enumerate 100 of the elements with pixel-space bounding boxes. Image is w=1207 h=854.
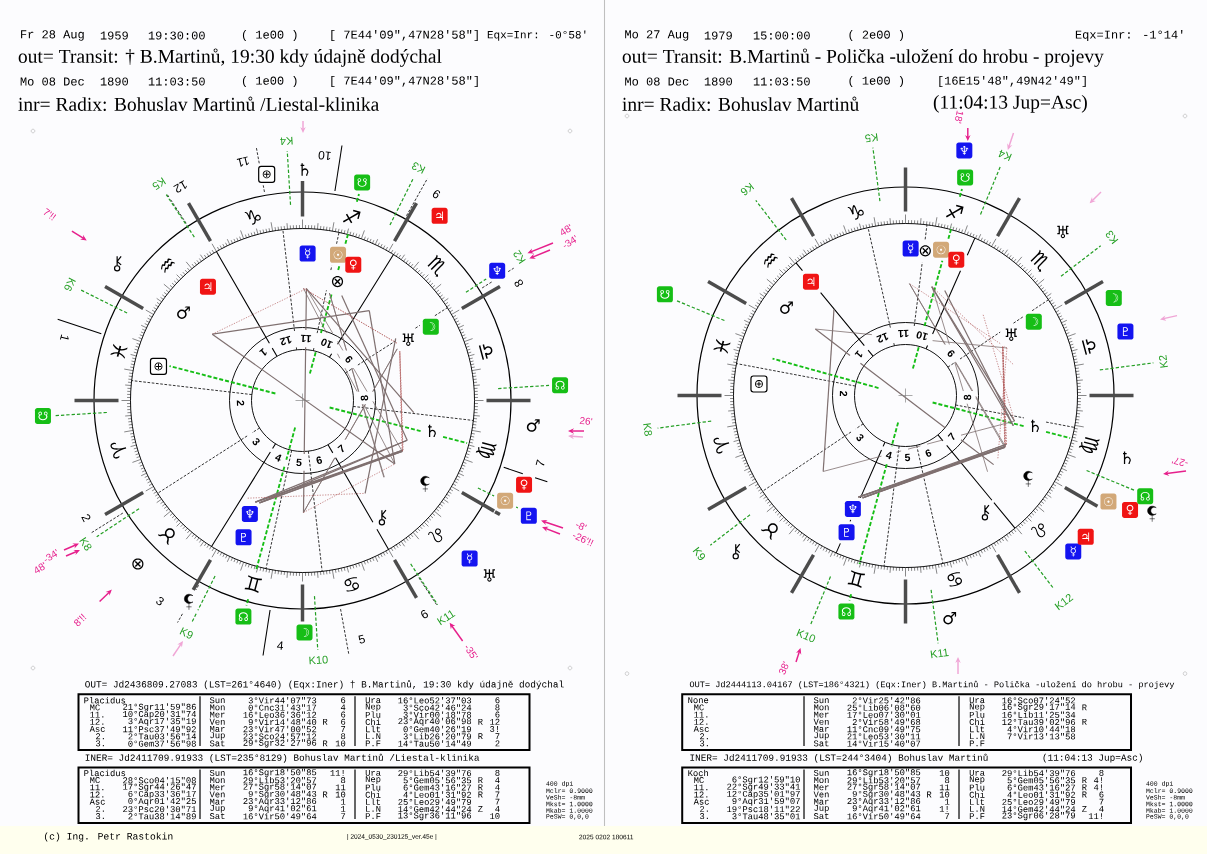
table-entry: 23°Psc20'30"71 bbox=[123, 805, 197, 813]
date-time-text: 1979 bbox=[704, 31, 732, 40]
table-entry: 4°Leo01'31"92 bbox=[403, 791, 472, 798]
table-entry: 2. bbox=[96, 805, 104, 812]
cusp-label: K6 bbox=[64, 277, 76, 291]
table-entry: 4 bbox=[495, 777, 500, 783]
zodiac-sign: ♑ bbox=[244, 210, 261, 225]
cusp-label: K10 bbox=[796, 628, 816, 643]
table-entry: 6 bbox=[495, 697, 500, 704]
table-entry: Ven bbox=[209, 718, 225, 725]
cusp-label: K3 bbox=[412, 162, 426, 174]
cusp-label: K12 bbox=[1054, 594, 1074, 611]
table-entry: 7 bbox=[945, 813, 950, 819]
planet-badge: ☿ bbox=[1065, 543, 1082, 560]
table-entry: 6 bbox=[495, 711, 500, 718]
house-number: 9 bbox=[947, 350, 955, 357]
house-number: 4 bbox=[885, 451, 892, 460]
planet-symbol: ♅ bbox=[1005, 328, 1017, 341]
table-entry: 16°Vir50'49"64 bbox=[243, 812, 317, 820]
table-entry: 6°Cap33'36"17 bbox=[128, 790, 196, 799]
cusp-label: K6 bbox=[740, 182, 755, 196]
table-heading: INER= Jd2411709.91933 (LST=244°3404) Bohuslav Martinů bbox=[690, 753, 988, 763]
planet-badge: ♆ bbox=[956, 142, 973, 159]
table-entry: Sun bbox=[209, 769, 225, 776]
minute-label: -26'!! bbox=[573, 533, 594, 547]
table-entry: Asc bbox=[693, 726, 709, 732]
table-entry: Mar bbox=[210, 798, 225, 805]
house-number: 4 bbox=[276, 641, 284, 650]
zodiac-sign: ♉ bbox=[760, 523, 778, 541]
table-entry: 12°Cap35'01"97 bbox=[727, 790, 800, 799]
table-entry: 1 bbox=[341, 806, 346, 812]
chart-title: inr= Radix: Bohuslav Martinů /Liestal-klinika bbox=[18, 96, 379, 111]
house-number: 9 bbox=[432, 190, 441, 199]
table-entry: 11 bbox=[939, 784, 950, 791]
table-entry: 4 bbox=[340, 704, 346, 711]
timezone-text: ( 1e00 ) bbox=[849, 75, 904, 88]
planet-symbol: ⊗ bbox=[132, 558, 144, 570]
table-entry: 29°Lib54'39"76 bbox=[1002, 769, 1076, 777]
table-entry: Z bbox=[478, 806, 483, 812]
cusp-label: K3 bbox=[1105, 230, 1119, 245]
minute-label: 7'!! bbox=[43, 208, 57, 221]
table-entry: 3. bbox=[96, 740, 104, 747]
planet-symbol: ♅ bbox=[1057, 225, 1069, 239]
house-number: 1 bbox=[854, 350, 863, 358]
table-entry: 14°Gem42'44"24 bbox=[398, 805, 472, 813]
table-entry: 27°Sgr58'14"07 bbox=[243, 783, 317, 792]
house-number: 6 bbox=[925, 449, 932, 457]
table-entry: 8 bbox=[495, 704, 500, 711]
zodiac-sign: ♏ bbox=[427, 254, 445, 277]
table-entry: 16°Sgr18'50"85 bbox=[243, 768, 317, 777]
house-number: 8 bbox=[963, 394, 972, 400]
table-entry: Mer bbox=[210, 784, 225, 791]
table-entry: P.F bbox=[969, 740, 985, 747]
table-entry: 2 bbox=[495, 740, 500, 747]
table-entry: 3°Sco42'46"24 bbox=[403, 704, 472, 711]
house-number: 2 bbox=[81, 514, 91, 523]
table-entry: 7 bbox=[495, 733, 500, 740]
zodiac-sign: ♈ bbox=[110, 442, 127, 459]
table-entry: 10 bbox=[939, 791, 950, 798]
table-entry: L.N bbox=[970, 733, 985, 740]
table-entry: Plu bbox=[365, 784, 381, 791]
table-entry: 25°Lib06'08"60 bbox=[847, 704, 921, 711]
cusp-label: K8 bbox=[643, 423, 653, 436]
cusp-label: K11 bbox=[436, 610, 456, 626]
house-number: 12 bbox=[173, 180, 187, 193]
table-entry: 8 bbox=[495, 769, 500, 776]
house-number: 3 bbox=[856, 434, 864, 442]
table-entry: 5°Gem05'56"35 bbox=[403, 776, 472, 784]
zodiac-sign: ♓ bbox=[110, 343, 128, 359]
house-number: 8 bbox=[514, 279, 523, 287]
house-number: 11 bbox=[300, 334, 312, 343]
table-entry: Nep bbox=[365, 776, 381, 784]
table-entry: 0°Aqr01'42"25 bbox=[128, 797, 196, 806]
table-entry: 19°Psc18'11"22 bbox=[727, 805, 800, 813]
table-entry: Sat bbox=[209, 813, 225, 820]
cusp-label: K5 bbox=[865, 133, 878, 143]
table-entry: Mer bbox=[210, 711, 225, 718]
table-entry: 2°Tau38'14"89 bbox=[128, 812, 196, 820]
table-entry: 6°Gem43'16"27 bbox=[403, 784, 471, 791]
date-time-text: 1890 bbox=[704, 77, 732, 86]
table-entry: R bbox=[323, 791, 328, 798]
zodiac-sign: ♍ bbox=[1078, 437, 1100, 454]
table-entry: 7 bbox=[495, 798, 500, 805]
minute-label: -34' bbox=[563, 235, 577, 248]
table-entry: 11. bbox=[90, 711, 104, 718]
house-number: 7 bbox=[535, 459, 545, 466]
table-entry: 6°Gem43'16"27 bbox=[1007, 784, 1075, 791]
table-entry: Sat bbox=[813, 740, 829, 747]
table-entry: 11 bbox=[335, 784, 346, 791]
table-entry: 11! bbox=[330, 770, 344, 776]
coordinates-text: [16E15'48",49N42'49"] bbox=[939, 75, 1086, 88]
table-entry: Mon bbox=[814, 777, 829, 784]
table-entry: 9°Aqr41'02"61 bbox=[248, 804, 317, 813]
planet-badge: ⊕ bbox=[258, 165, 276, 183]
planet-symbol: ♄ bbox=[300, 163, 309, 176]
table-entry: Mer bbox=[814, 784, 829, 791]
zodiac-sign: ♓ bbox=[713, 338, 731, 354]
table-entry: 23°Aqr33'12"86 bbox=[847, 797, 921, 806]
table-entry: Plu bbox=[365, 711, 381, 718]
table-entry: L.N bbox=[970, 806, 985, 812]
